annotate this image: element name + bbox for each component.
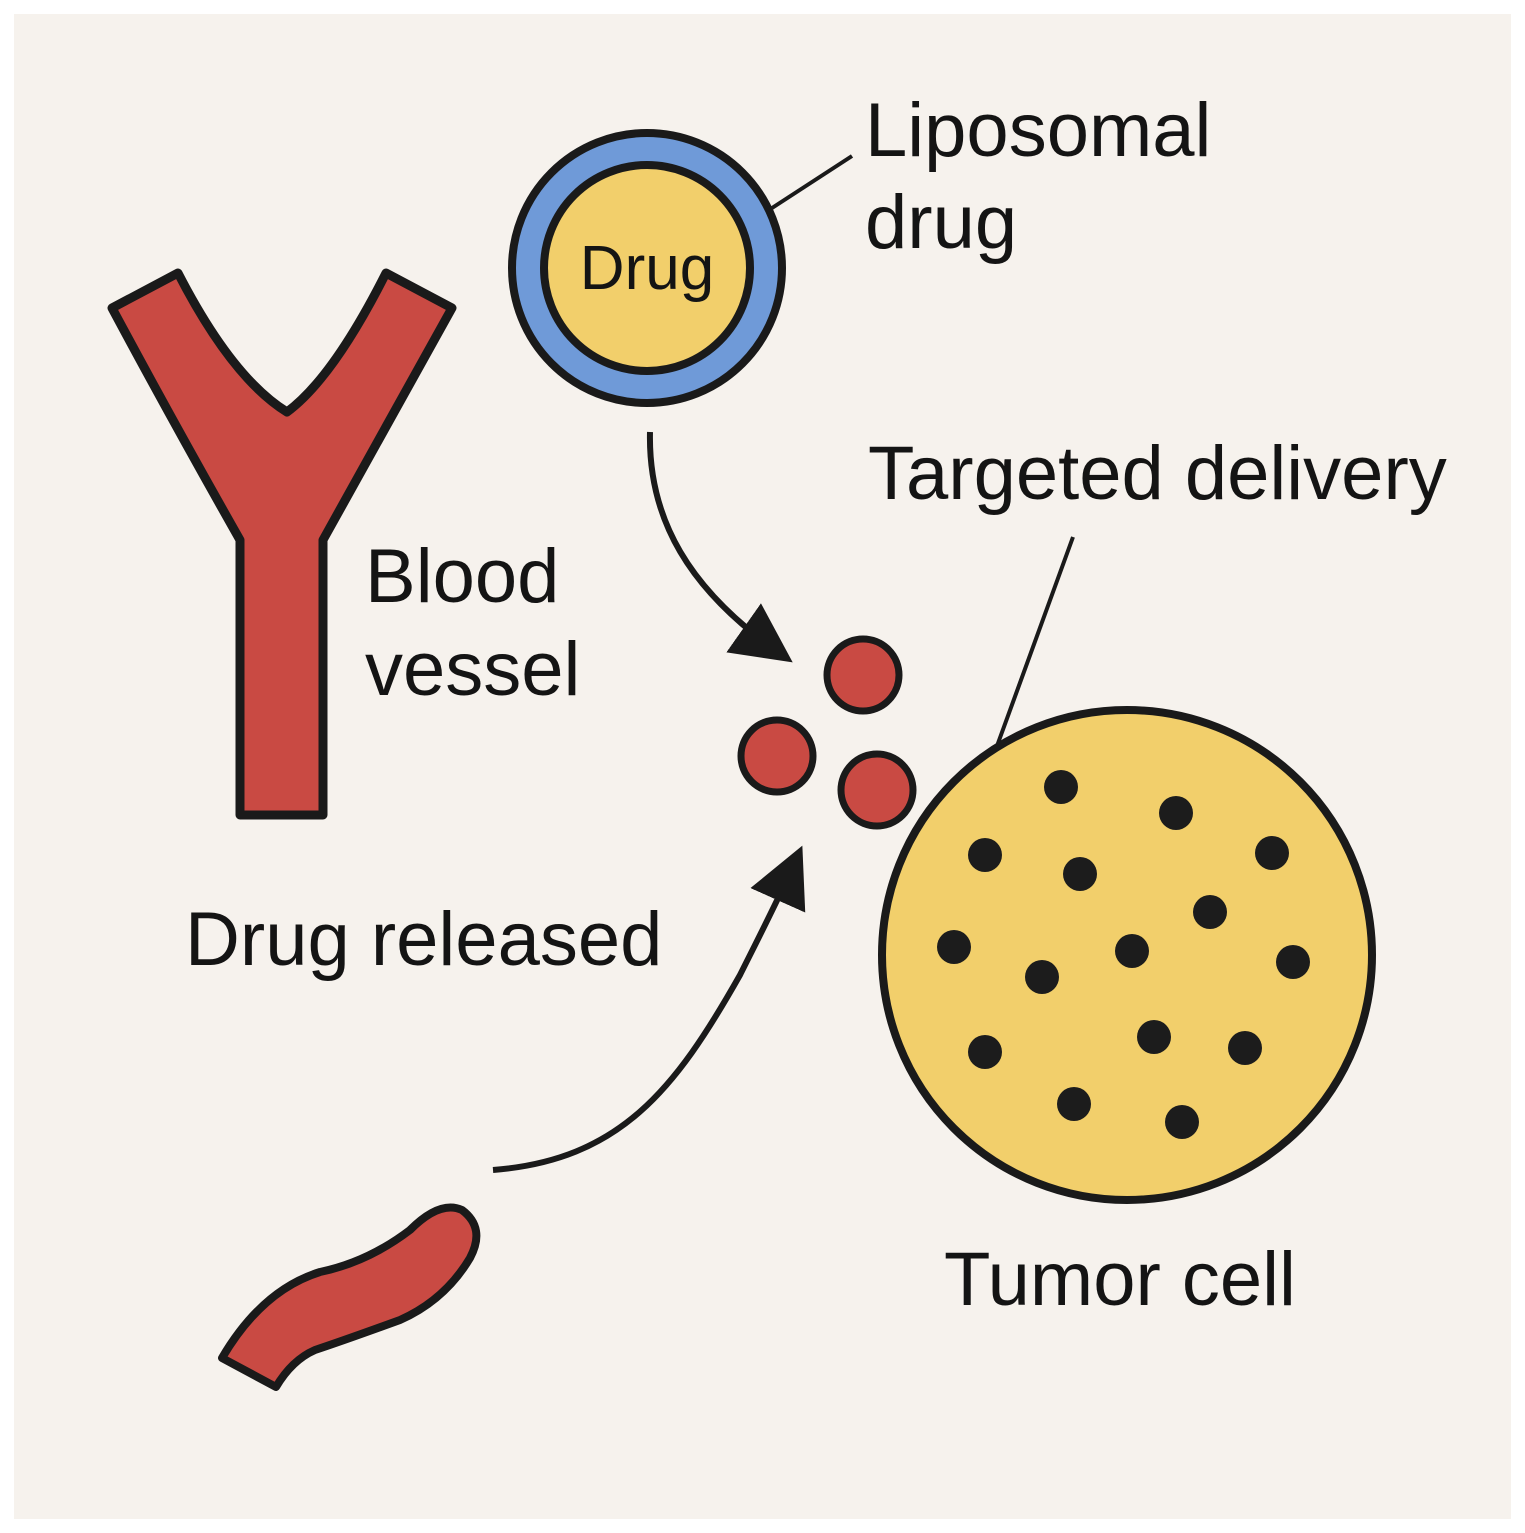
blood-vessel-label: Blood vessel — [365, 534, 581, 712]
tumor-dot — [1057, 1087, 1091, 1121]
targeted-delivery-leader-line — [995, 536, 1075, 747]
released-drug-particles — [737, 635, 917, 830]
tumor-dot — [1115, 934, 1149, 968]
tumor-dot — [1193, 895, 1227, 929]
liposomal-drug-label-line2: drug — [865, 180, 1017, 265]
tumor-dot — [968, 1035, 1002, 1069]
liposome: Drug — [508, 129, 786, 407]
blood-vessel-label-line1: Blood — [365, 534, 559, 619]
tumor-dot — [1165, 1105, 1199, 1139]
tumor-cell-label: Tumor cell — [944, 1237, 1296, 1322]
drug-particle — [823, 635, 903, 715]
tumor-dot — [1044, 770, 1078, 804]
tumor-dot — [1159, 796, 1193, 830]
tumor-dot — [1228, 1031, 1262, 1065]
tumor-dot — [1025, 960, 1059, 994]
drug-core — [540, 161, 754, 375]
release-arrow — [492, 845, 806, 1173]
liposomal-drug-label: Liposomal drug — [865, 88, 1233, 265]
drug-core-label: Drug — [580, 234, 714, 303]
tumor-dot — [1276, 945, 1310, 979]
drug-particle — [837, 750, 917, 830]
tumor-cell-nuclei — [937, 770, 1310, 1139]
tumor-dot — [968, 838, 1002, 872]
targeted-delivery-label: Targeted delivery — [868, 431, 1447, 516]
liposome-leader-line — [770, 154, 854, 210]
drug-particle — [737, 716, 817, 796]
tumor-dot — [1063, 857, 1097, 891]
drug-released-label: Drug released — [185, 897, 662, 982]
tumor-dot — [1255, 836, 1289, 870]
liposomal-drug-label-line1: Liposomal — [865, 88, 1211, 173]
tumor-dot — [1137, 1020, 1171, 1054]
capillary-shape — [218, 1203, 481, 1391]
blood-vessel-shape — [107, 268, 457, 820]
tumor-cell — [878, 706, 1376, 1204]
delivery-arrow — [646, 431, 793, 663]
blood-vessel-label-line2: vessel — [365, 627, 580, 712]
tumor-dot — [937, 930, 971, 964]
